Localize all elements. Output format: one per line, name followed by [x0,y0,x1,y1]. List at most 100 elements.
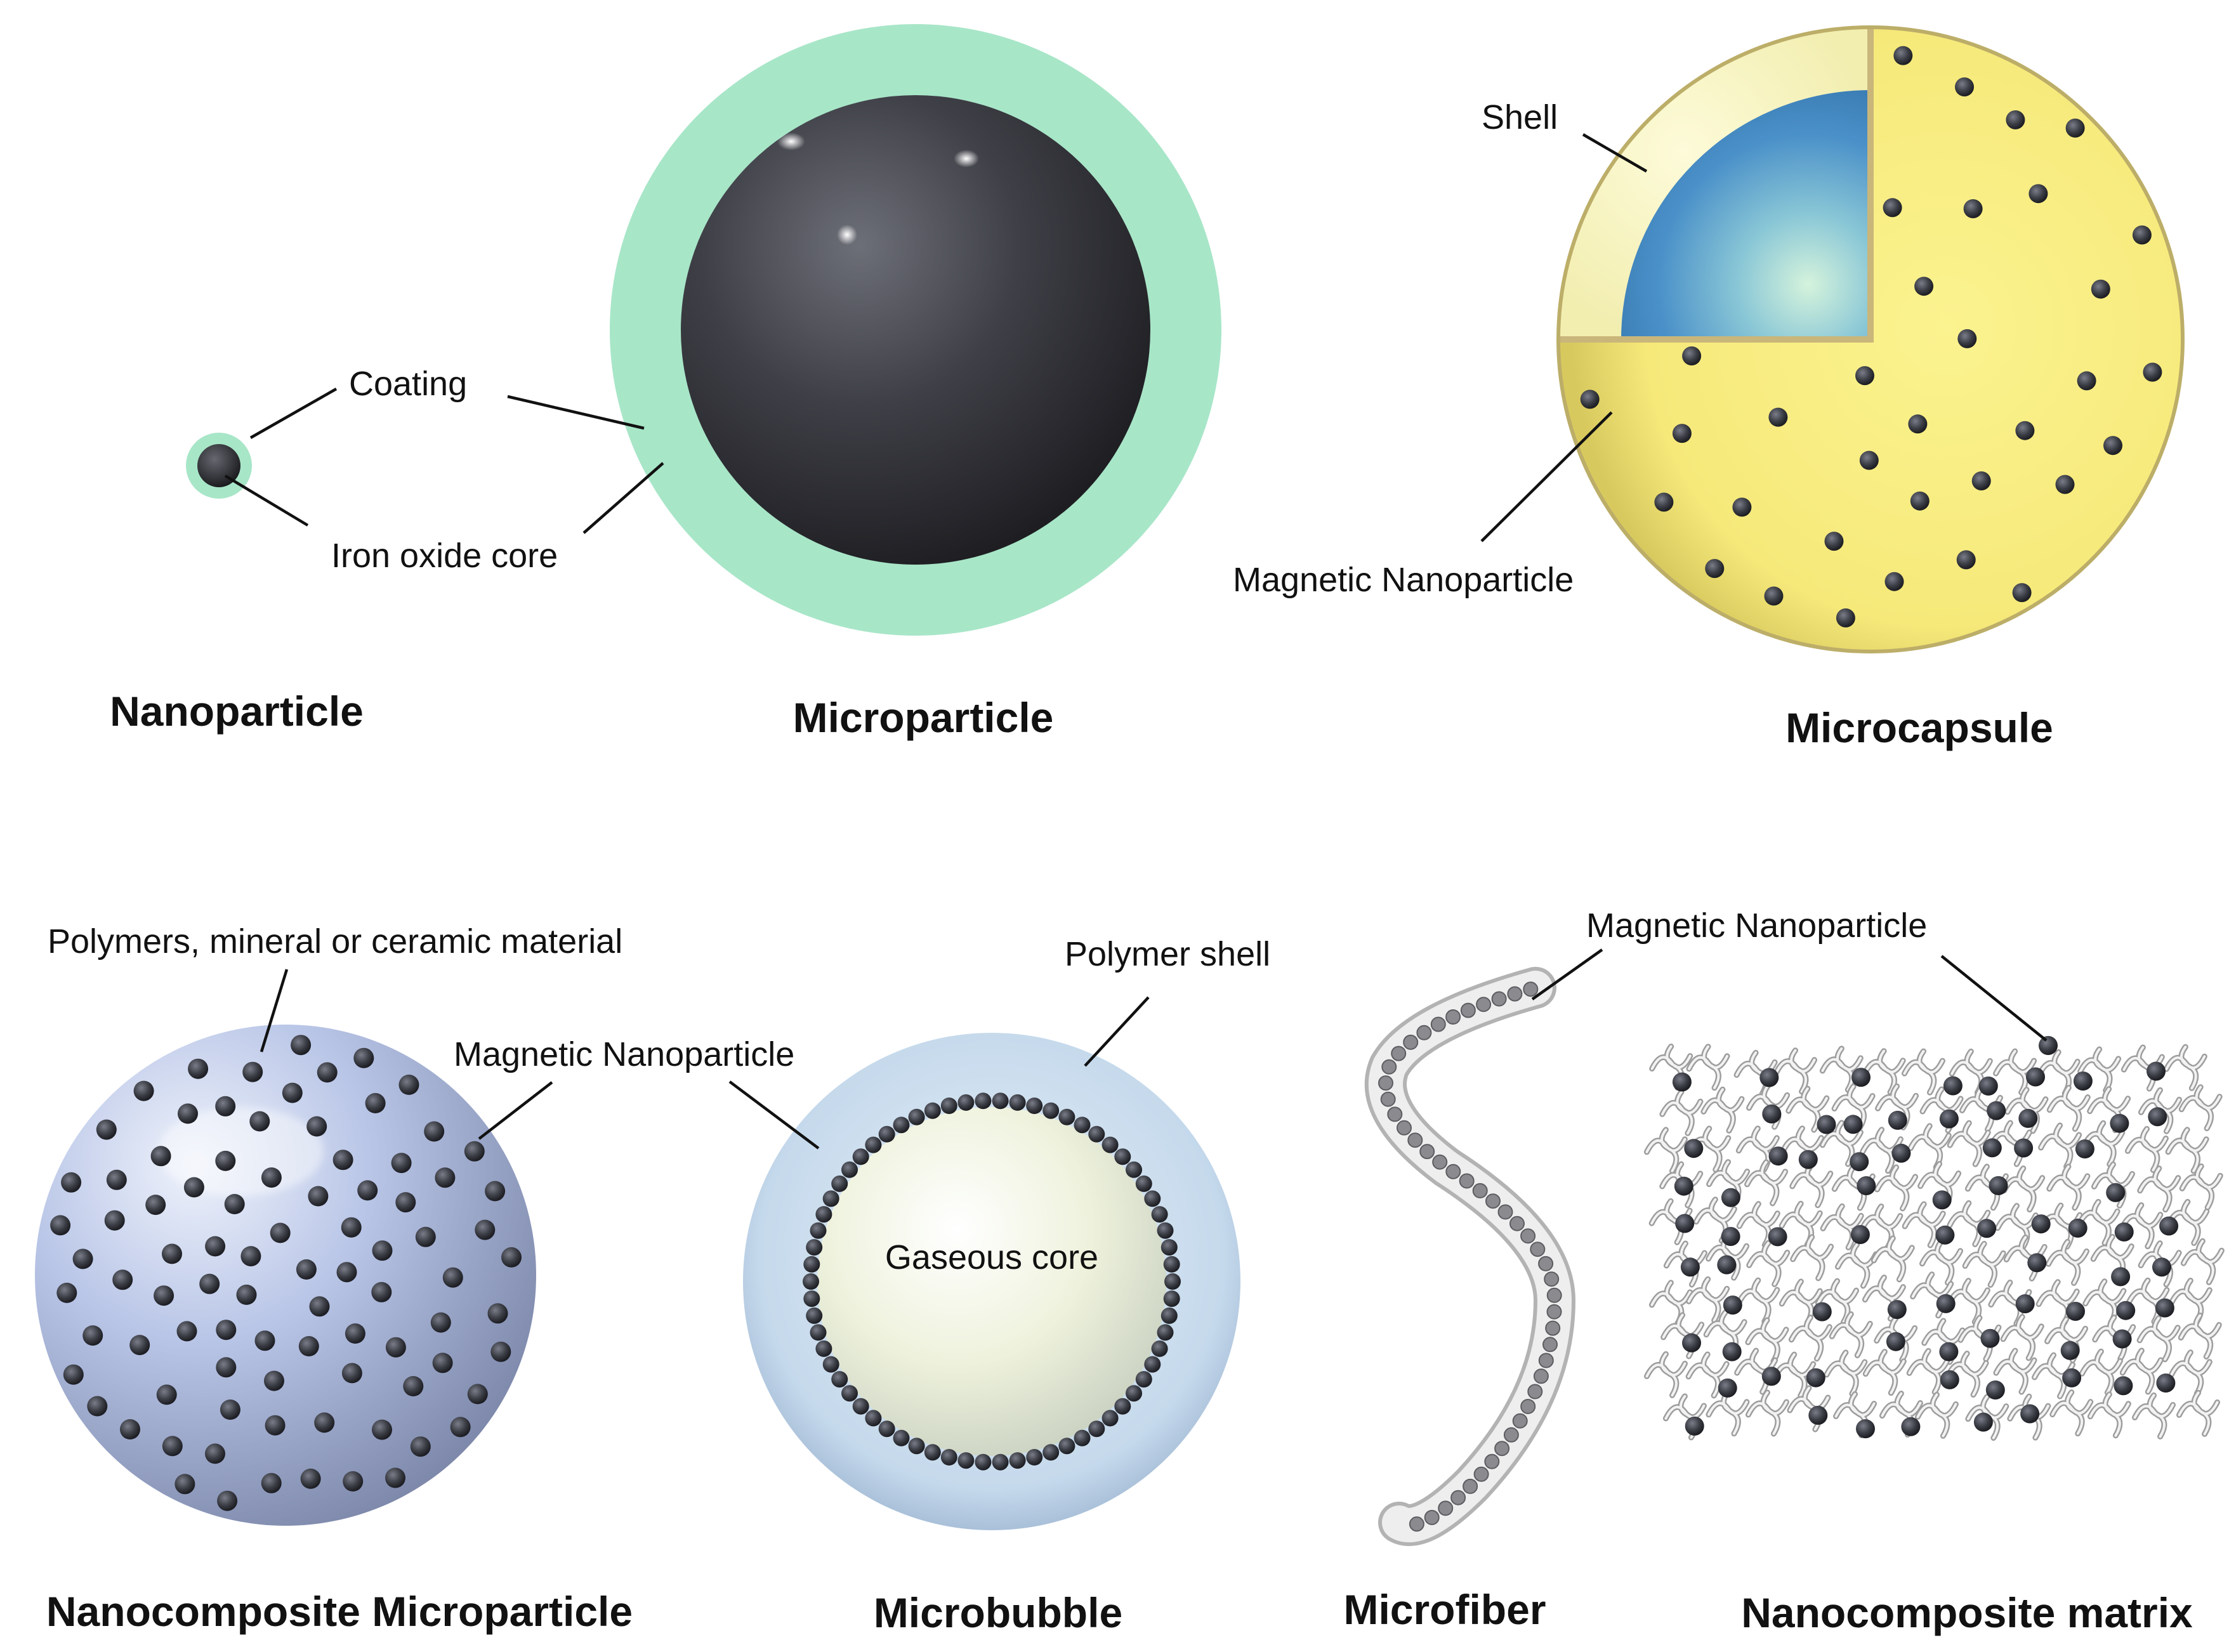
polymer-strand [2039,1124,2081,1168]
polymer-strand [2132,1392,2176,1439]
magnetic-nanoparticle [1672,1072,1692,1092]
magnetic-nanoparticle [1936,1294,1956,1313]
magnetic-nanoparticle [1381,1059,1397,1075]
magnetic-nanoparticle [341,1217,362,1238]
magnetic-nanoparticle [1857,1176,1876,1195]
magnetic-nanoparticle [1901,1417,1921,1436]
magnetic-nanoparticle [1893,46,1913,65]
magnetic-nanoparticle [1914,277,1934,296]
magnetic-nanoparticle [1026,1449,1043,1465]
magnetic-nanoparticle [2020,1404,2040,1424]
magnetic-nanoparticle [2028,184,2048,204]
magnetic-nanoparticle [61,1172,82,1193]
magnetic-nanoparticle [2148,1107,2167,1127]
polymer-strand [1645,1353,1687,1397]
polymer-strand [2176,1389,2221,1437]
magnetic-nanoparticle [1887,1300,1907,1320]
magnetic-nanoparticle [371,1282,392,1302]
magnetic-nanoparticle [1164,1273,1181,1290]
nanocomposite-microparticle-panel: Polymers, mineral or ceramic material Ma… [35,922,794,1635]
magnetic-nanoparticle [1910,491,1930,511]
magnetic-nanoparticle [104,1210,125,1231]
polymer-strand [2082,1278,2127,1326]
nanoparticle-title: Nanoparticle [110,688,364,735]
magnetic-nanoparticle [1855,366,1874,386]
magnetic-nanoparticle [1438,1500,1454,1516]
polymer-strand [2167,1200,2208,1245]
polymer-strand [1747,1242,1789,1286]
polymer-strand [2163,1044,2207,1091]
magnetic-nanoparticle [831,1371,848,1388]
magnetic-nanoparticle [1009,1452,1026,1469]
shell-label: Shell [1482,98,1558,136]
polymer-strand [1790,1234,1834,1282]
magnetic-nanoparticle [1843,1115,1863,1134]
polymer-strand [1660,1091,1702,1135]
microparticle-core [681,95,1150,565]
magnetic-nanoparticle [992,1092,1009,1110]
magnetic-nanoparticle [1542,1337,1558,1353]
polymer-strand [1874,1164,1919,1212]
polymer-strand [1876,1165,1917,1210]
magnetic-nanoparticle [1161,1239,1178,1256]
magnetic-nanoparticle [1546,1304,1562,1320]
polymer-strand [1747,1318,1787,1363]
magnetic-nanoparticle [908,1438,925,1455]
magnetic-nanoparticle [96,1119,117,1140]
magnetic-nanoparticle [1971,471,1991,490]
magnetic-nanoparticle [2077,371,2096,391]
magnetic-nanoparticle [2039,1036,2058,1055]
polymer-strand [1791,1162,1832,1207]
magnetic-nanoparticle [236,1284,257,1305]
magnetic-nanoparticle [501,1247,522,1268]
magnetic-nanoparticle [188,1058,209,1079]
magnetic-nanoparticle [1419,1144,1435,1160]
polymer-strand [1862,1349,1907,1396]
magnetic-nanoparticle [403,1376,424,1396]
polymer-strand [1825,1351,1866,1395]
magnetic-nanoparticle [1460,1002,1476,1018]
magnetic-nanoparticle [1058,1438,1075,1455]
magnetic-nanoparticle [1520,1228,1536,1244]
magnetic-nanoparticle [1387,1106,1403,1122]
polymer-strand [2051,1391,2092,1435]
magnetic-nanoparticle [1768,407,1788,427]
core-leader-small [224,475,309,527]
magnetic-nanoparticle [1507,986,1523,1002]
magnetic-nanoparticle [1409,1516,1424,1532]
magnetic-nanoparticle [1732,497,1752,517]
magnetic-nanoparticle [154,1285,174,1306]
magnetic-nanoparticle [975,1092,992,1110]
magnetic-nanoparticle [72,1249,93,1269]
polymer-strand [2168,1349,2213,1397]
magnetic-nanoparticle [1940,1370,1959,1389]
magnetic-nanoparticle [893,1429,910,1446]
magnetic-nanoparticle [1654,492,1674,512]
magnetic-nanoparticle [264,1370,284,1391]
magnetic-nanoparticle [176,1321,197,1342]
magnetic-nanoparticle [1380,1091,1396,1107]
polymer-strand [1707,1235,1748,1280]
magnetic-nanoparticle [852,1148,869,1165]
magnetic-nanoparticle [120,1419,140,1439]
magnetic-nanoparticle [1042,1444,1060,1461]
magnetic-nanoparticle [2031,1214,2051,1234]
magnetic-nanoparticle [1955,77,1974,96]
polymer-strand [1947,1352,1988,1396]
magnetic-nanoparticle [265,1415,286,1436]
magnetic-nanoparticle [430,1312,451,1333]
magnetic-nanoparticle [1484,1453,1500,1469]
magnetic-nanoparticle [2068,1218,2088,1238]
polymer-strand [1687,1278,1728,1322]
polymer-strand [1904,1202,1945,1247]
magnetic-nanoparticle [1672,424,1692,443]
polymer-strand [1946,1278,1990,1325]
magnetic-nanoparticle [1163,1255,1180,1273]
magnetic-nanoparticle [385,1467,405,1488]
magnetic-nanoparticle [1476,997,1492,1013]
magnetic-nanoparticle [2015,421,2035,440]
magnetic-nanoparticle [1161,1307,1178,1324]
magnetic-nanoparticle [1042,1102,1060,1119]
magnetic-nanoparticle [1768,1227,1787,1247]
